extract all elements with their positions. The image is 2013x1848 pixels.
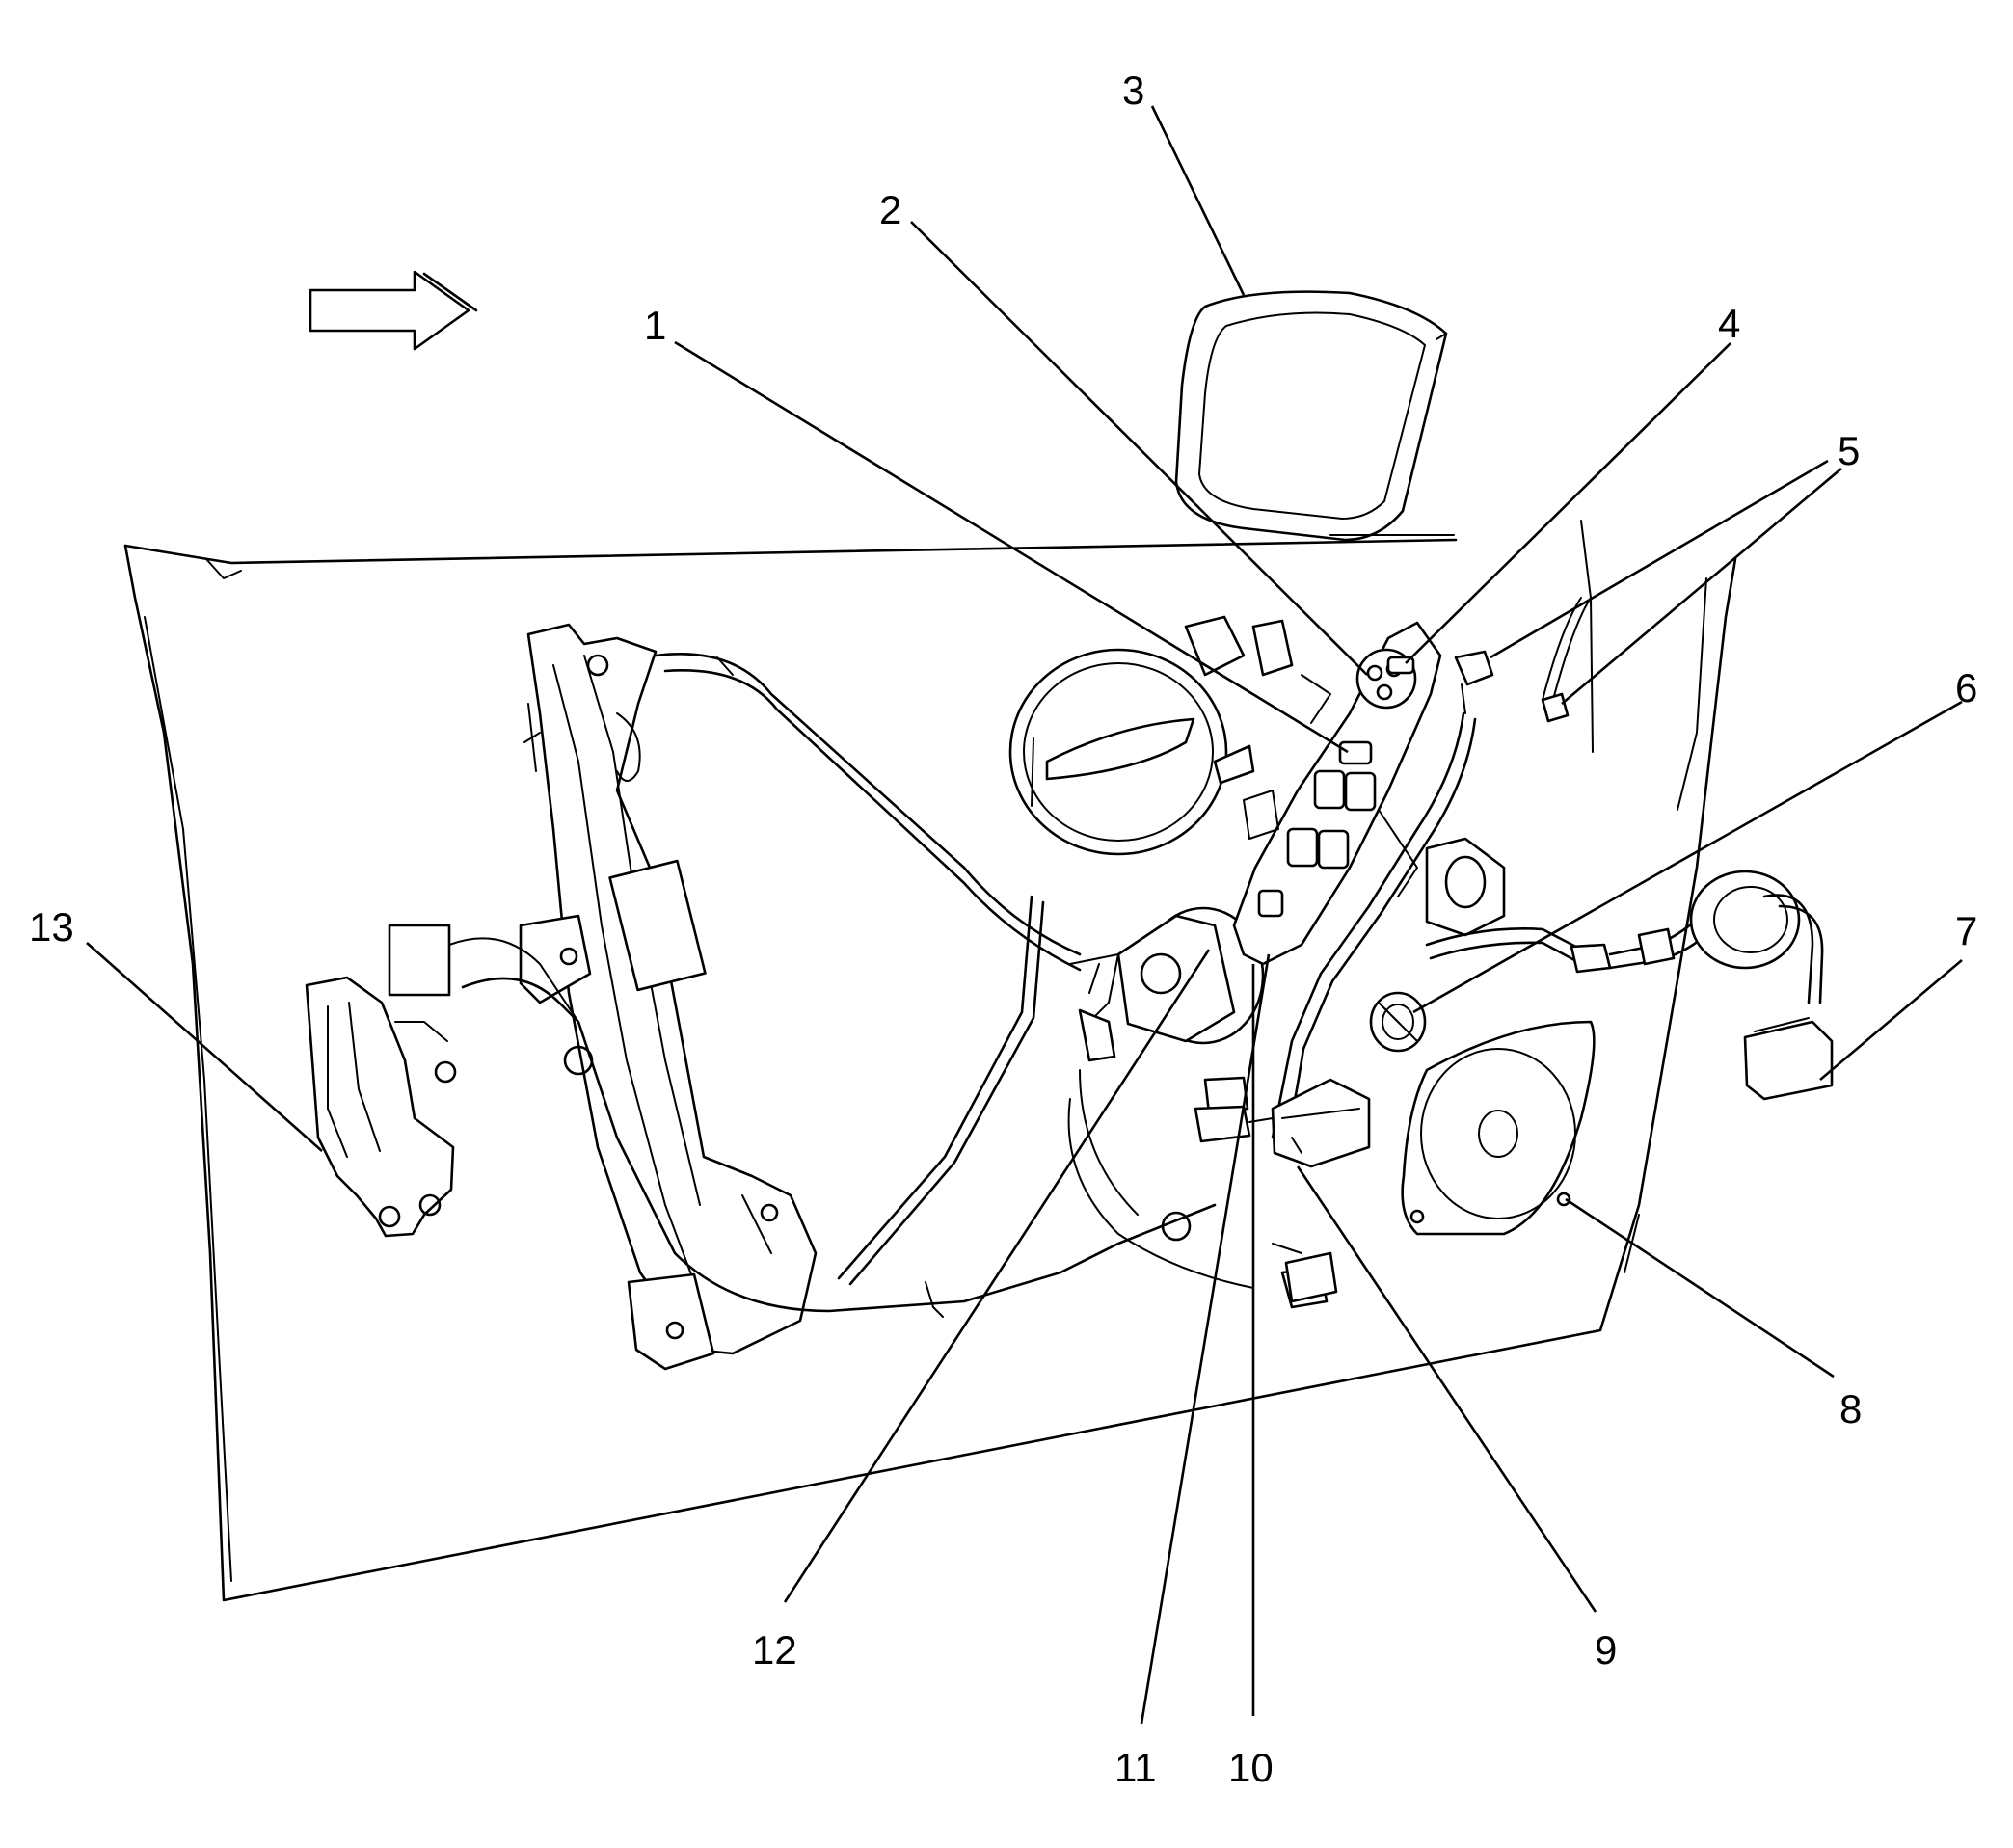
callout-6: 6 [1955,665,1977,710]
door-lock-actuator [305,924,579,1238]
direction-arrow-icon [309,270,478,351]
callout-8: 8 [1839,1386,1862,1432]
door-switch-bezel [1232,621,1442,966]
mirror-connectors [1454,597,1592,723]
callout-10: 10 [1228,1745,1274,1790]
mirror-glass [1174,290,1455,542]
harness-grommet [1689,870,1834,1101]
callout-13: 13 [29,904,74,950]
callout-2: 2 [879,187,901,232]
door-wiring-harness [1271,711,1720,1145]
callout-5: 5 [1838,428,1860,473]
door-speaker [1401,1020,1596,1236]
regulator-cable [654,653,1082,1286]
window-motor [1067,906,1265,1289]
callout-labels: 1 2 3 4 5 6 7 8 9 10 11 12 13 [29,67,1977,1790]
leader-lines [86,105,1963,1725]
callout-4: 4 [1718,301,1740,346]
callout-7: 7 [1955,908,1977,953]
window-regulator [519,623,818,1371]
callout-9: 9 [1595,1627,1617,1673]
door-control-module [1194,1076,1371,1168]
door-inner-panel [123,520,1737,1602]
speaker-ring [1008,648,1228,856]
callout-11: 11 [1114,1745,1157,1790]
callout-3: 3 [1122,67,1144,113]
callout-12: 12 [752,1627,797,1673]
lower-brackets [1184,615,1338,1303]
tweeter [1369,991,1427,1053]
callout-1: 1 [644,303,666,348]
